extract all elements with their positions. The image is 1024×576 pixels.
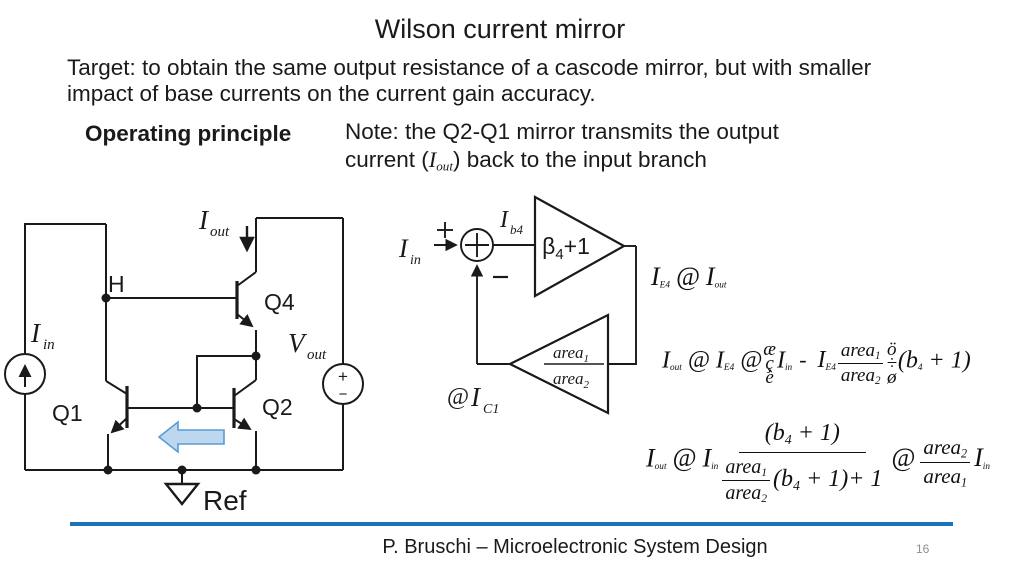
block-iin-label: I in [398, 234, 421, 268]
block-ib4-label: I b4 [499, 207, 524, 237]
ref-label: Ref [203, 485, 247, 516]
feedback-highlight-arrow [157, 420, 225, 454]
svg-text:I: I [499, 207, 509, 233]
svg-text:@: @ [447, 384, 469, 410]
transistor-q2 [232, 379, 257, 470]
note-line-2: current (Iout) back to the input branch [345, 146, 707, 174]
target-line-2: impact of base currents on the current g… [67, 80, 596, 106]
iout-label: I out [198, 205, 230, 240]
svg-text:I: I [30, 318, 42, 348]
right-paren-glyphs: ö÷ø [886, 338, 897, 388]
svg-text:in: in [410, 253, 421, 268]
svg-text:I: I [198, 205, 210, 235]
svg-text:I: I [398, 234, 409, 263]
wire-beta-to-area [608, 246, 637, 365]
footer-text: P. Bruschi – Microelectronic System Desi… [382, 536, 768, 558]
block-diagram-lines [434, 195, 637, 415]
junction-dots [101, 293, 261, 475]
area-num-label: area1 [553, 343, 589, 365]
svg-text:in: in [43, 337, 55, 353]
page-title: Wilson current mirror [374, 14, 626, 44]
footer-divider-line [70, 522, 953, 526]
iout-symbol: Iout [428, 146, 453, 174]
target-text: Target: to obtain the same output resist… [67, 55, 871, 106]
svg-text:I: I [470, 382, 482, 412]
wilson-mirror-diagram: H Q1 Q2 Q4 Ref I in I out V out + − I in [4, 195, 637, 516]
transistor-q1 [105, 380, 129, 470]
page-number: 16 [916, 542, 930, 556]
equation-ie4: IE4@Iout [651, 262, 727, 291]
area-den-label: area2 [553, 369, 590, 391]
operating-principle-label: Operating principle [85, 121, 292, 146]
note-line-1: Note: the Q2-Q1 mirror transmits the out… [345, 119, 779, 144]
beta-gain-block [533, 195, 627, 298]
svg-text:V: V [288, 328, 308, 358]
svg-text:C1: C1 [483, 402, 499, 417]
ground-symbol [163, 470, 201, 506]
q4-label: Q4 [264, 289, 295, 315]
svg-text:b4: b4 [510, 222, 524, 237]
svg-text:out: out [210, 224, 230, 240]
vout-label: V out [288, 328, 327, 363]
wire-q2-diode-connection [196, 355, 256, 408]
iin-label: I in [30, 318, 55, 353]
node-h-label: H [108, 271, 125, 297]
vout-plus-sign: + [338, 367, 348, 386]
beta-gain-label: β4+1 [542, 233, 590, 263]
svg-text:out: out [307, 347, 327, 363]
q1-label: Q1 [52, 400, 83, 426]
ic1-label: @ I C1 [447, 382, 499, 417]
q2-label: Q2 [262, 394, 293, 420]
wire-top-left [24, 223, 106, 353]
vout-minus-sign: − [339, 386, 348, 403]
circuit-wires [4, 217, 364, 506]
note-text: Note: the Q2-Q1 mirror transmits the out… [345, 118, 779, 180]
target-line-1: Target: to obtain the same output resist… [67, 55, 872, 80]
transistor-q4 [235, 218, 257, 328]
